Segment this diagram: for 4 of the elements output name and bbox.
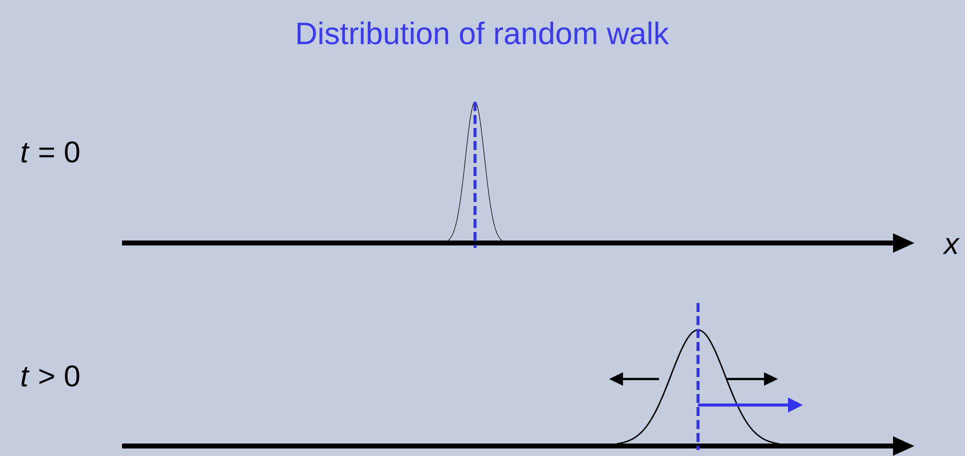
- title: Distribution of random walk: [298, 22, 669, 44]
- axis-label: t = 0: [22, 141, 80, 163]
- axis-label: t > 0: [22, 365, 80, 387]
- axis-label: x: [942, 238, 960, 254]
